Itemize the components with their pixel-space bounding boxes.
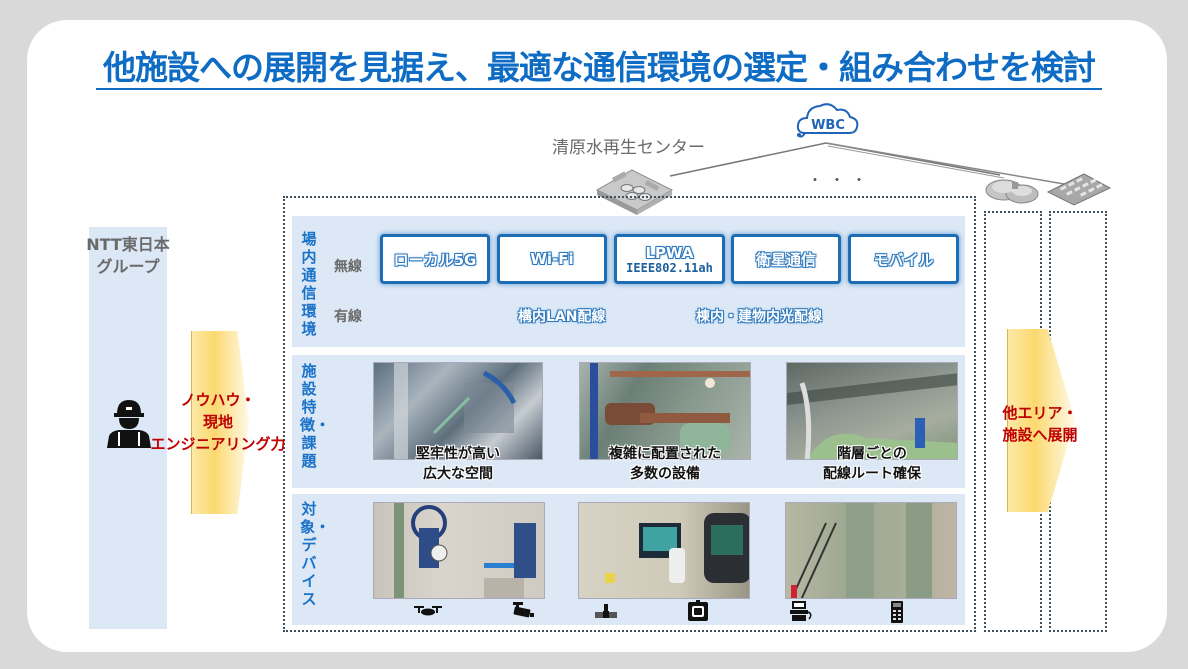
chevron-line: 現地 bbox=[202, 413, 233, 431]
row-label-text: 場内通信環境 bbox=[301, 230, 317, 338]
caption-line: 多数の設備 bbox=[630, 466, 700, 482]
photo-valves-drone bbox=[373, 502, 545, 599]
tech-satellite: 衛星通信 bbox=[731, 234, 841, 284]
engineer-icon bbox=[104, 396, 154, 448]
camera-icon bbox=[510, 601, 534, 622]
feature-caption: 階層ごとの 配線ルート確保 bbox=[786, 444, 958, 484]
feature-caption: 複雑に配置された 多数の設備 bbox=[579, 444, 751, 484]
knowhow-chevron bbox=[191, 331, 249, 514]
photo-wiring-route bbox=[786, 362, 958, 460]
tech-sub: IEEE802.11ah bbox=[626, 260, 713, 275]
ntt-group-label-line1: NTT東日本 bbox=[86, 235, 170, 254]
wireless-label: 無線 bbox=[334, 259, 362, 275]
row-label-text: 施設特徴・課題 bbox=[300, 362, 331, 470]
wired-label: 有線 bbox=[334, 309, 362, 325]
ntt-group-label-line2: グループ bbox=[96, 257, 160, 276]
chevron-line: ノウハウ・ bbox=[180, 391, 256, 409]
chevron-line: 他エリア・ bbox=[1002, 404, 1078, 422]
building-grid-icon bbox=[1046, 172, 1112, 206]
wired-building-fiber: 棟内・建物内光配線 bbox=[696, 309, 822, 325]
facility-label: 清原水再生センター bbox=[552, 138, 705, 158]
caption-line: 複雑に配置された bbox=[609, 446, 721, 462]
row-label-communication: 場内通信環境 bbox=[297, 230, 321, 338]
tech-wifi: Wi-Fi bbox=[497, 234, 607, 284]
tech-name: ローカル5G bbox=[393, 250, 477, 269]
drone-icon bbox=[413, 604, 442, 621]
caption-line: 階層ごとの bbox=[837, 446, 907, 462]
sensor-icon bbox=[593, 603, 617, 624]
gateway-device-icon bbox=[885, 600, 909, 627]
tech-mobile: モバイル bbox=[848, 234, 959, 284]
feature-caption: 堅牢性が高い 広大な空間 bbox=[373, 444, 543, 484]
tech-name: モバイル bbox=[873, 250, 934, 269]
tech-local-5g: ローカル5G bbox=[380, 234, 490, 284]
row-label-devices: 対象・デバイス bbox=[297, 500, 331, 608]
knowhow-chevron-label: ノウハウ・ 現地 エンジニアリング力 bbox=[148, 389, 288, 455]
tech-name: LPWA bbox=[645, 243, 694, 262]
expand-chevron-label: 他エリア・ 施設へ展開 bbox=[990, 402, 1090, 446]
caption-line: 配線ルート確保 bbox=[823, 466, 921, 482]
photo-tanks bbox=[785, 502, 957, 599]
cloud-icon: WBC bbox=[795, 100, 861, 140]
page-title: 他施設への展開を見据え、最適な通信環境の選定・組み合わせを検討 bbox=[96, 48, 1102, 90]
photo-complex-equipment bbox=[579, 362, 751, 460]
row-label-features: 施設特徴・課題 bbox=[297, 362, 331, 470]
tech-lpwa: LPWA IEEE802.11ah bbox=[614, 234, 725, 284]
more-facilities-ellipsis: ・・・ bbox=[808, 173, 874, 189]
facility-icon bbox=[982, 168, 1044, 208]
wired-campus-lan: 構内LAN配線 bbox=[518, 309, 606, 325]
main-facility-frame bbox=[283, 196, 976, 632]
terminal-icon bbox=[790, 600, 814, 625]
tech-name: 衛星通信 bbox=[755, 250, 816, 269]
caption-line: 広大な空間 bbox=[423, 466, 493, 482]
chevron-line: 施設へ展開 bbox=[1002, 426, 1078, 444]
photo-panel-robot bbox=[578, 502, 750, 599]
chevron-line: エンジニアリング力 bbox=[150, 435, 286, 453]
smart-camera-icon bbox=[686, 600, 710, 625]
ntt-group-label: NTT東日本 グループ bbox=[76, 234, 180, 278]
svg-text:WBC: WBC bbox=[811, 118, 845, 133]
photo-wide-space bbox=[373, 362, 543, 460]
row-label-text: 対象・デバイス bbox=[300, 500, 331, 608]
tech-name: Wi-Fi bbox=[530, 250, 574, 268]
caption-line: 堅牢性が高い bbox=[416, 446, 500, 462]
